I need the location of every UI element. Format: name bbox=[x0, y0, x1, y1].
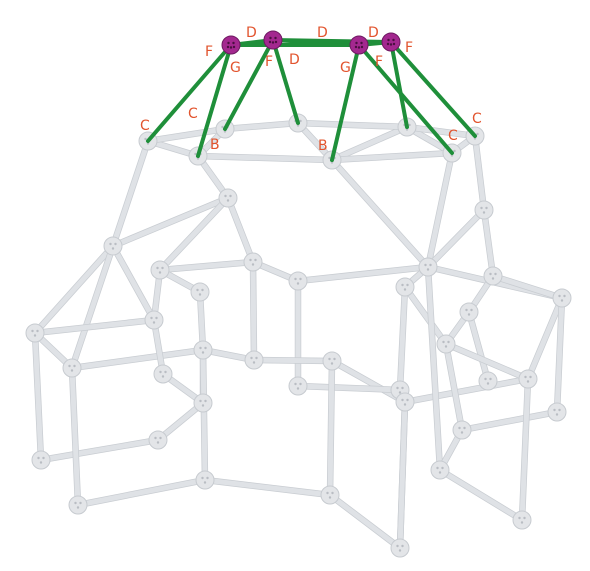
gray-connector-ball bbox=[194, 341, 212, 359]
gray-rod bbox=[405, 287, 446, 344]
gray-connector-ball bbox=[396, 393, 414, 411]
pink-connector-ball bbox=[350, 36, 368, 54]
gray-connector-ball bbox=[437, 335, 455, 353]
label-g: G bbox=[340, 60, 351, 76]
gray-connector-ball bbox=[154, 365, 172, 383]
gray-connector-ball bbox=[323, 352, 341, 370]
label-f: F bbox=[205, 44, 213, 60]
gray-rod bbox=[332, 160, 428, 267]
gray-connector-ball bbox=[553, 289, 571, 307]
gray-rod bbox=[72, 350, 203, 368]
gray-connector-ball bbox=[460, 303, 478, 321]
gray-connector-ball bbox=[26, 324, 44, 342]
pink-connector-ball bbox=[382, 33, 400, 51]
gray-connector-ball bbox=[245, 351, 263, 369]
gray-connector-ball bbox=[419, 258, 437, 276]
label-d: D bbox=[317, 25, 328, 41]
gray-rod bbox=[113, 198, 228, 246]
label-b: B bbox=[318, 138, 328, 154]
gray-rod bbox=[446, 344, 462, 430]
gray-connector-ball bbox=[513, 511, 531, 529]
gray-connector-ball bbox=[475, 201, 493, 219]
label-c: C bbox=[188, 106, 198, 122]
label-d: D bbox=[368, 25, 379, 41]
label-b: B bbox=[210, 137, 220, 153]
gray-rod bbox=[225, 123, 298, 129]
label-d: D bbox=[289, 52, 300, 68]
gray-rod bbox=[400, 402, 405, 548]
label-g: G bbox=[230, 60, 241, 76]
gray-connector-ball bbox=[391, 539, 409, 557]
label-c: C bbox=[472, 111, 482, 127]
gray-connector-ball bbox=[484, 267, 502, 285]
gray-rod bbox=[35, 333, 41, 460]
gray-rod bbox=[78, 480, 205, 505]
gray-rod bbox=[35, 320, 154, 333]
label-c: C bbox=[448, 128, 458, 144]
gray-connector-ball bbox=[453, 421, 471, 439]
gray-connector-ball bbox=[69, 496, 87, 514]
gray-rod bbox=[330, 495, 400, 548]
pink-connector-ball bbox=[264, 31, 282, 49]
gray-rod bbox=[41, 440, 158, 460]
gray-rod bbox=[522, 379, 528, 520]
label-f: F bbox=[265, 54, 273, 70]
gray-rod bbox=[469, 312, 488, 381]
gray-connector-ball bbox=[104, 237, 122, 255]
gray-rod bbox=[428, 267, 440, 470]
gray-rod bbox=[253, 262, 254, 360]
gray-connector-ball bbox=[149, 431, 167, 449]
gray-connector-ball bbox=[321, 486, 339, 504]
gray-rod bbox=[203, 350, 205, 480]
gray-rod bbox=[462, 412, 557, 430]
gray-connector-ball bbox=[396, 278, 414, 296]
gray-connector-ball bbox=[431, 461, 449, 479]
gray-connector-ball bbox=[32, 451, 50, 469]
gray-connector-ball bbox=[194, 394, 212, 412]
gray-connector-ball bbox=[63, 359, 81, 377]
gray-rod bbox=[72, 368, 78, 505]
gray-connector-ball bbox=[479, 372, 497, 390]
pink-connector-ball bbox=[222, 36, 240, 54]
gray-rods bbox=[35, 123, 562, 548]
gray-rod bbox=[254, 360, 332, 361]
gray-connector-ball bbox=[151, 261, 169, 279]
gray-rod bbox=[330, 361, 332, 495]
gray-rod bbox=[405, 379, 528, 402]
gray-rod bbox=[228, 198, 253, 262]
gray-rod bbox=[400, 287, 405, 390]
gray-rod bbox=[205, 480, 330, 495]
gray-rod bbox=[440, 470, 522, 520]
gray-connector-ball bbox=[519, 370, 537, 388]
gray-rod bbox=[113, 246, 154, 320]
gray-connector-ball bbox=[289, 377, 307, 395]
label-c: C bbox=[140, 118, 150, 134]
gray-connector-ball bbox=[191, 283, 209, 301]
gray-connector-ball bbox=[145, 311, 163, 329]
gray-connector-ball bbox=[244, 253, 262, 271]
label-f: F bbox=[375, 54, 383, 70]
gray-connector-ball bbox=[289, 272, 307, 290]
gray-connector-ball bbox=[219, 189, 237, 207]
gray-connector-ball bbox=[196, 471, 214, 489]
gray-connector-ball bbox=[548, 403, 566, 421]
label-d: D bbox=[246, 25, 257, 41]
label-f: F bbox=[405, 40, 413, 56]
